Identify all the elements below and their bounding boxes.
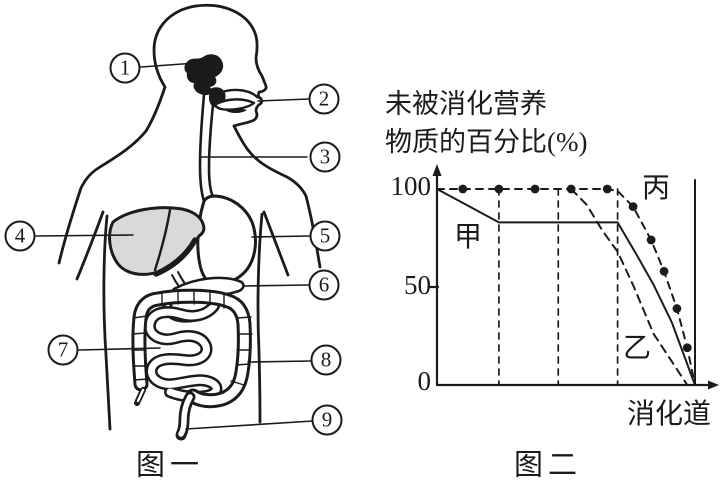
chart-curves bbox=[436, 179, 696, 386]
appendix-inner bbox=[136, 388, 145, 403]
stomach bbox=[196, 194, 257, 285]
ytick-100: 100 bbox=[390, 171, 432, 201]
curve-bing-dot-1 bbox=[458, 184, 468, 194]
figure2-caption: 图二 bbox=[513, 449, 583, 482]
chart-axes bbox=[428, 170, 714, 387]
salivary-gland-icon bbox=[184, 54, 224, 96]
curve-bing-dot-2 bbox=[494, 184, 504, 194]
under-tongue-shade bbox=[225, 108, 247, 113]
small-intestine bbox=[143, 300, 223, 403]
curve-jia bbox=[436, 188, 696, 386]
curve-label-jia: 甲 bbox=[453, 222, 483, 253]
label-circle-3-esophagus: 3 bbox=[309, 141, 341, 173]
label-circle-6-pancreas: 6 bbox=[308, 269, 340, 301]
curve-bing-dot-8 bbox=[659, 266, 669, 276]
label-circle-5-stomach: 5 bbox=[309, 220, 341, 252]
leader-8 bbox=[247, 360, 312, 363]
curve-bing-dot-5 bbox=[602, 184, 612, 194]
left-arm-inner bbox=[75, 210, 105, 281]
curve-bing-dot-10 bbox=[682, 343, 692, 353]
esophagus bbox=[198, 82, 217, 203]
figure1-caption: 图一 bbox=[135, 449, 205, 482]
label-circle-9-anus: 9 bbox=[311, 404, 343, 436]
leader-5 bbox=[251, 235, 311, 238]
curve-label-yi: 乙 bbox=[622, 333, 652, 364]
chart-title: 未被消化营养 物质的百分比(%) bbox=[385, 85, 587, 161]
right-arm-inner bbox=[262, 210, 290, 277]
curve-bing-dot-4 bbox=[566, 184, 576, 194]
neck-right-shoulder-arm bbox=[232, 124, 322, 269]
rectum bbox=[175, 391, 196, 441]
curve-bing-dot-3 bbox=[530, 184, 540, 194]
label-circle-8-large-intestine: 8 bbox=[310, 344, 342, 376]
torso-left bbox=[102, 214, 112, 431]
tongue bbox=[214, 98, 256, 111]
chart-title-line2: 物质的百分比(%) bbox=[385, 127, 588, 157]
label-circle-1-salivary-gland: 1 bbox=[109, 52, 141, 84]
ytick-50: 50 bbox=[404, 270, 431, 300]
curve-label-bing: 丙 bbox=[641, 173, 671, 204]
chart-title-line1: 未被消化营养 bbox=[385, 89, 547, 119]
face-profile bbox=[194, 3, 268, 128]
leader-lines bbox=[35, 62, 314, 430]
torso-right bbox=[256, 212, 264, 424]
label-circle-7-small-intestine: 7 bbox=[47, 334, 79, 366]
large-intestine bbox=[131, 288, 253, 409]
head-back-neck-left-shoulder bbox=[57, 4, 198, 265]
curve-bing-dot-9 bbox=[672, 304, 682, 313]
label-circle-2-mouth: 2 bbox=[308, 83, 340, 115]
gallbladder-band bbox=[153, 237, 198, 277]
y-axis-arrow-icon bbox=[432, 164, 442, 176]
x-axis-label: 消化道 bbox=[626, 399, 712, 430]
curve-bing bbox=[436, 188, 696, 386]
curve-yi bbox=[570, 188, 689, 386]
leader-9 bbox=[185, 420, 314, 430]
label-circle-4-liver: 4 bbox=[4, 220, 36, 252]
palate-line bbox=[220, 88, 259, 99]
curve-bing-dot-6 bbox=[628, 202, 638, 212]
leader-2 bbox=[257, 98, 310, 102]
leader-6 bbox=[242, 284, 310, 287]
leader-4 bbox=[35, 234, 134, 237]
curve-bing-dot-7 bbox=[646, 235, 656, 245]
leader-1 bbox=[140, 62, 197, 68]
leader-7 bbox=[78, 347, 161, 351]
liver-lobe-line bbox=[153, 208, 172, 272]
ytick-0: 0 bbox=[417, 366, 432, 396]
haustra-ticks bbox=[131, 289, 253, 386]
x-axis-arrow-icon bbox=[708, 380, 719, 390]
